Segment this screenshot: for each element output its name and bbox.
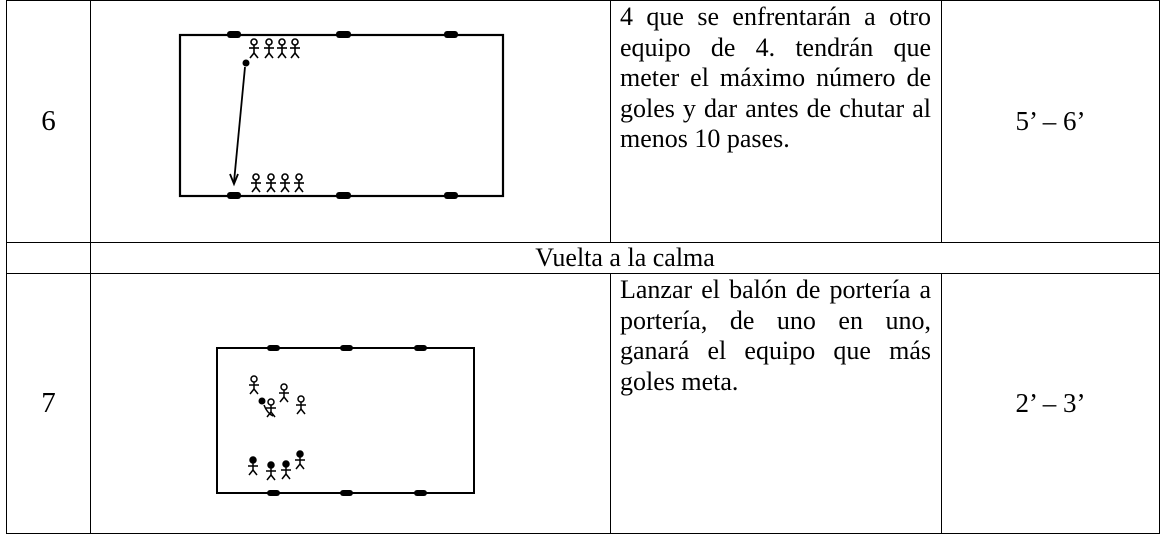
exercise-duration: 2’ – 3’	[941, 273, 1160, 534]
field-diagram-passing-game	[178, 30, 505, 199]
section-heading: Vuelta a la calma	[90, 242, 1160, 274]
table-row-6: 6	[6, 0, 1160, 243]
activity-table: 6	[6, 0, 1160, 534]
exercise-description: Lanzar el balón de portería a portería, …	[610, 273, 942, 534]
section-blank-cell	[6, 242, 91, 274]
exercise-6-diagram	[90, 0, 611, 243]
exercise-description: 4 que se enfrentarán a otro equipo de 4.…	[610, 0, 942, 243]
exercise-7-diagram	[90, 273, 611, 534]
exercise-number: 7	[6, 273, 91, 534]
exercise-duration: 5’ – 6’	[941, 0, 1160, 243]
section-row: Vuelta a la calma	[6, 242, 1160, 274]
exercise-number: 6	[6, 0, 91, 243]
table-row-7: 7	[6, 273, 1160, 534]
field-diagram-shooting-game	[216, 344, 475, 496]
